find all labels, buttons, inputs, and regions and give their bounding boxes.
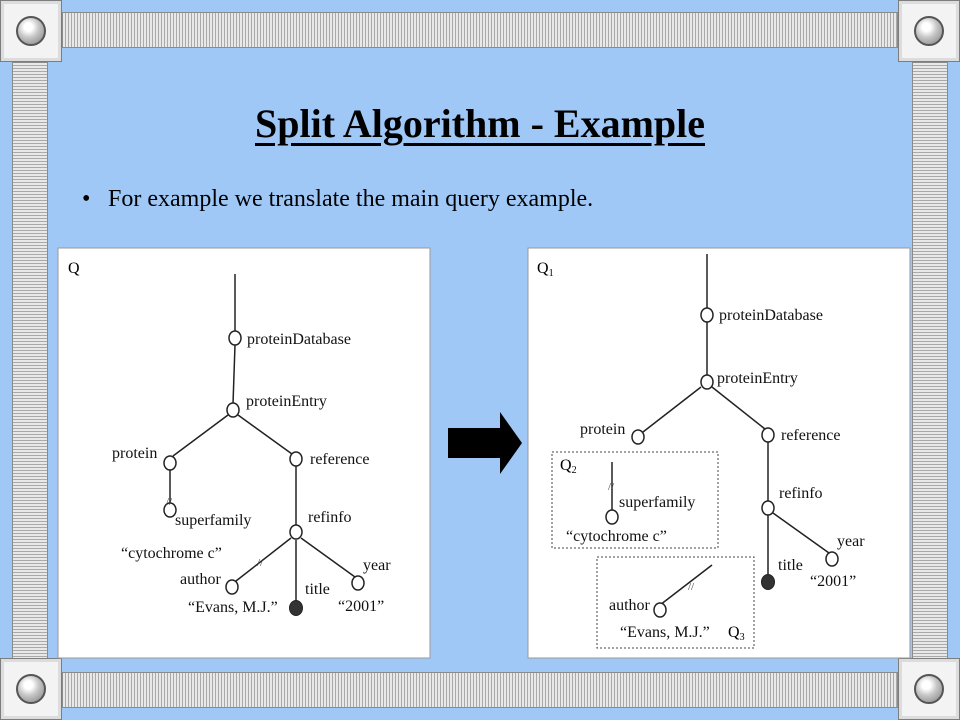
knob-icon	[914, 16, 944, 46]
label-proteinEntry: proteinEntry	[246, 393, 327, 410]
frame-corner-bottom-left	[0, 658, 62, 720]
frame-bottom-bar	[62, 672, 898, 708]
node-reference	[289, 451, 303, 467]
right-descendant-marker-1: //	[608, 481, 615, 493]
bullet-icon: •	[82, 186, 91, 212]
label-superfamily: superfamily	[175, 512, 251, 529]
label-protein: protein	[580, 421, 625, 438]
left-descendant-marker-1: //	[166, 496, 173, 508]
label-reference: reference	[781, 427, 841, 444]
label-refinfo: refinfo	[779, 485, 823, 502]
q3-label: Q3	[728, 624, 745, 643]
frame-corner-top-right	[898, 0, 960, 62]
node-year	[351, 575, 365, 591]
node-refinfo	[289, 524, 303, 540]
bullet-item: • For example we translate the main query…	[82, 186, 593, 213]
node-proteinEntry	[226, 402, 240, 418]
node-title	[289, 600, 303, 616]
label-proteinEntry: proteinEntry	[717, 370, 798, 387]
label-title: title	[778, 557, 803, 574]
node-protein	[163, 455, 177, 471]
right-descendant-marker-2: //	[688, 581, 695, 593]
left-panel	[57, 247, 431, 659]
left-nodes	[163, 330, 365, 595]
right-arrow-icon	[448, 412, 522, 474]
right-tree-label: Q1	[537, 260, 554, 279]
q2-subquery-box	[551, 451, 719, 549]
node-superfamily	[163, 502, 177, 518]
label-2001: “2001”	[810, 573, 856, 590]
node-year	[825, 551, 839, 567]
node-author	[653, 602, 667, 618]
label-refinfo: refinfo	[308, 509, 352, 526]
right-query-tree: Q1 // // Q2 Q3	[527, 247, 911, 659]
left-query-tree: Q // // proteinDatabase protein	[57, 247, 431, 659]
knob-icon	[16, 16, 46, 46]
node-proteinEntry	[700, 374, 714, 390]
label-protein: protein	[112, 445, 157, 462]
frame-corner-top-left	[0, 0, 62, 62]
label-year: year	[363, 557, 391, 574]
label-evans: “Evans, M.J.”	[620, 624, 710, 641]
left-labels: proteinDatabase proteinEntry protein ref…	[112, 331, 391, 616]
label-cytochrome: “cytochrome c”	[566, 528, 667, 545]
label-proteinDatabase: proteinDatabase	[719, 307, 823, 324]
right-labels: proteinDatabase proteinEntry protein ref…	[566, 307, 865, 641]
label-2001: “2001”	[338, 598, 384, 615]
right-panel	[527, 247, 911, 659]
knob-icon	[914, 674, 944, 704]
label-proteinDatabase: proteinDatabase	[247, 331, 351, 348]
slide-title: Split Algorithm - Example	[254, 101, 706, 146]
node-protein	[631, 429, 645, 445]
label-year: year	[837, 533, 865, 550]
label-reference: reference	[310, 451, 370, 468]
frame-right-bar	[912, 62, 948, 660]
node-author	[225, 579, 239, 595]
label-cytochrome: “cytochrome c”	[121, 545, 222, 562]
label-author: author	[180, 571, 222, 588]
label-title: title	[305, 581, 330, 598]
label-author: author	[609, 597, 651, 614]
label-superfamily: superfamily	[619, 494, 695, 511]
knob-icon	[16, 674, 46, 704]
right-nodes	[605, 307, 839, 618]
node-refinfo	[761, 500, 775, 516]
bullet-text: For example we translate the main query …	[108, 186, 594, 212]
node-superfamily	[605, 509, 619, 525]
q2-label: Q2	[560, 457, 577, 476]
label-evans: “Evans, M.J.”	[188, 599, 278, 616]
node-title	[761, 574, 775, 590]
node-proteinDatabase	[228, 330, 242, 346]
left-tree-label: Q	[68, 260, 80, 277]
left-edges	[169, 274, 356, 602]
node-reference	[761, 427, 775, 443]
frame-top-bar	[62, 12, 898, 48]
left-descendant-marker-2: //	[257, 557, 264, 569]
node-proteinDatabase	[700, 307, 714, 323]
right-edges	[611, 254, 830, 606]
